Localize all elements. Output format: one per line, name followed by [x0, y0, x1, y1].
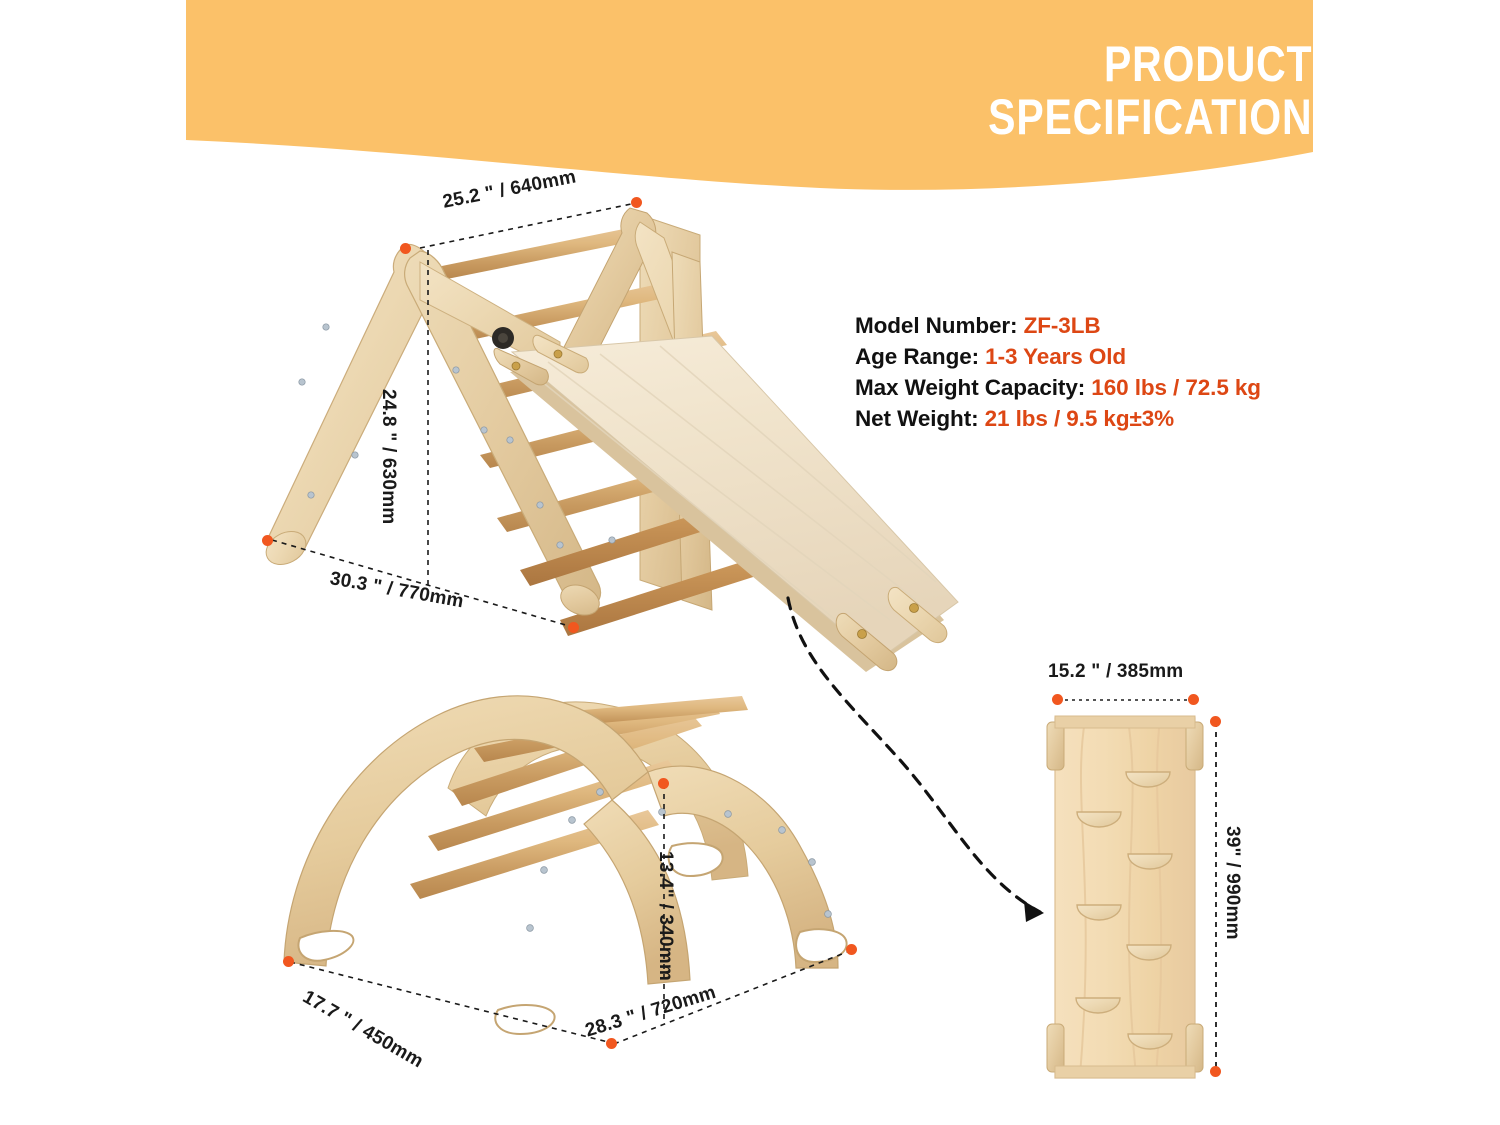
triangle-rungs-upper [432, 224, 789, 532]
spec-label-age-range: Age Range: [855, 344, 980, 369]
dim-dot-ramp-width-left [1052, 694, 1063, 705]
title-line-1: PRODUCT [1103, 36, 1312, 92]
dimension-label-ramp-length: 39" / 990mm [1222, 826, 1243, 940]
spec-row-max-weight-capacity: Max Weight Capacity: 160 lbs / 72.5 kg [855, 372, 1261, 403]
dimension-label-arch-width: 28.3 " / 720mm [582, 981, 719, 1042]
dimension-label-arch-side-depth: 17.7 " / 450mm [299, 986, 427, 1073]
dimension-label-triangle-height: 24.8 " / 630mm [378, 389, 399, 525]
dim-dot-arch-right [846, 944, 857, 955]
dimension-label-arch-height: 13.4" / 340mm [655, 851, 676, 981]
dimension-label-triangle-base-depth: 30.3 " / 770mm [328, 568, 466, 613]
specification-list: Model Number: ZF-3LB Age Range: 1-3 Year… [855, 310, 1261, 434]
spec-value-net-weight: 21 lbs / 9.5 kg±3% [984, 406, 1175, 431]
dim-dot-arch-top [658, 778, 669, 789]
spec-label-model-number: Model Number: [855, 313, 1018, 338]
dim-dot-arch-front [606, 1038, 617, 1049]
dim-dot-ramp-length-bottom [1210, 1066, 1221, 1077]
banner-shape [186, 0, 1313, 190]
spec-label-net-weight: Net Weight: [855, 406, 979, 431]
spec-label-max-weight-capacity: Max Weight Capacity: [855, 375, 1086, 400]
climbing-triangle-illustration [265, 202, 959, 672]
title-line-2: SPECIFICATION [987, 88, 1312, 145]
dimension-label-ramp-width: 15.2 " / 385mm [1048, 661, 1184, 682]
header-banner: PRODUCT SPECIFICATION [0, 0, 1500, 230]
arch-rocker-illustration [283, 695, 853, 1045]
dim-dot-ramp-length-top [1210, 716, 1221, 727]
ramp-board-illustration [1046, 699, 1217, 1079]
spec-row-age-range: Age Range: 1-3 Years Old [855, 341, 1261, 372]
spec-value-max-weight-capacity: 160 lbs / 72.5 kg [1091, 375, 1261, 400]
ramp-grips [1075, 771, 1173, 1050]
dim-dot-ramp-width-right [1188, 694, 1199, 705]
dim-dot-triangle-base-right [568, 622, 579, 633]
dim-dot-arch-left [283, 956, 294, 967]
spec-value-model-number: ZF-3LB [1023, 313, 1101, 338]
arch-rungs [410, 696, 748, 899]
dim-dot-triangle-top-left [400, 243, 411, 254]
spec-value-age-range: 1-3 Years Old [985, 344, 1127, 369]
callout-arrow [786, 596, 1044, 922]
dim-dot-triangle-top-right [631, 197, 642, 208]
dim-dot-triangle-base-left [262, 535, 273, 546]
page-title: PRODUCT SPECIFICATION [988, 38, 1312, 143]
spec-row-net-weight: Net Weight: 21 lbs / 9.5 kg±3% [855, 403, 1261, 434]
spec-row-model-number: Model Number: ZF-3LB [855, 310, 1261, 341]
